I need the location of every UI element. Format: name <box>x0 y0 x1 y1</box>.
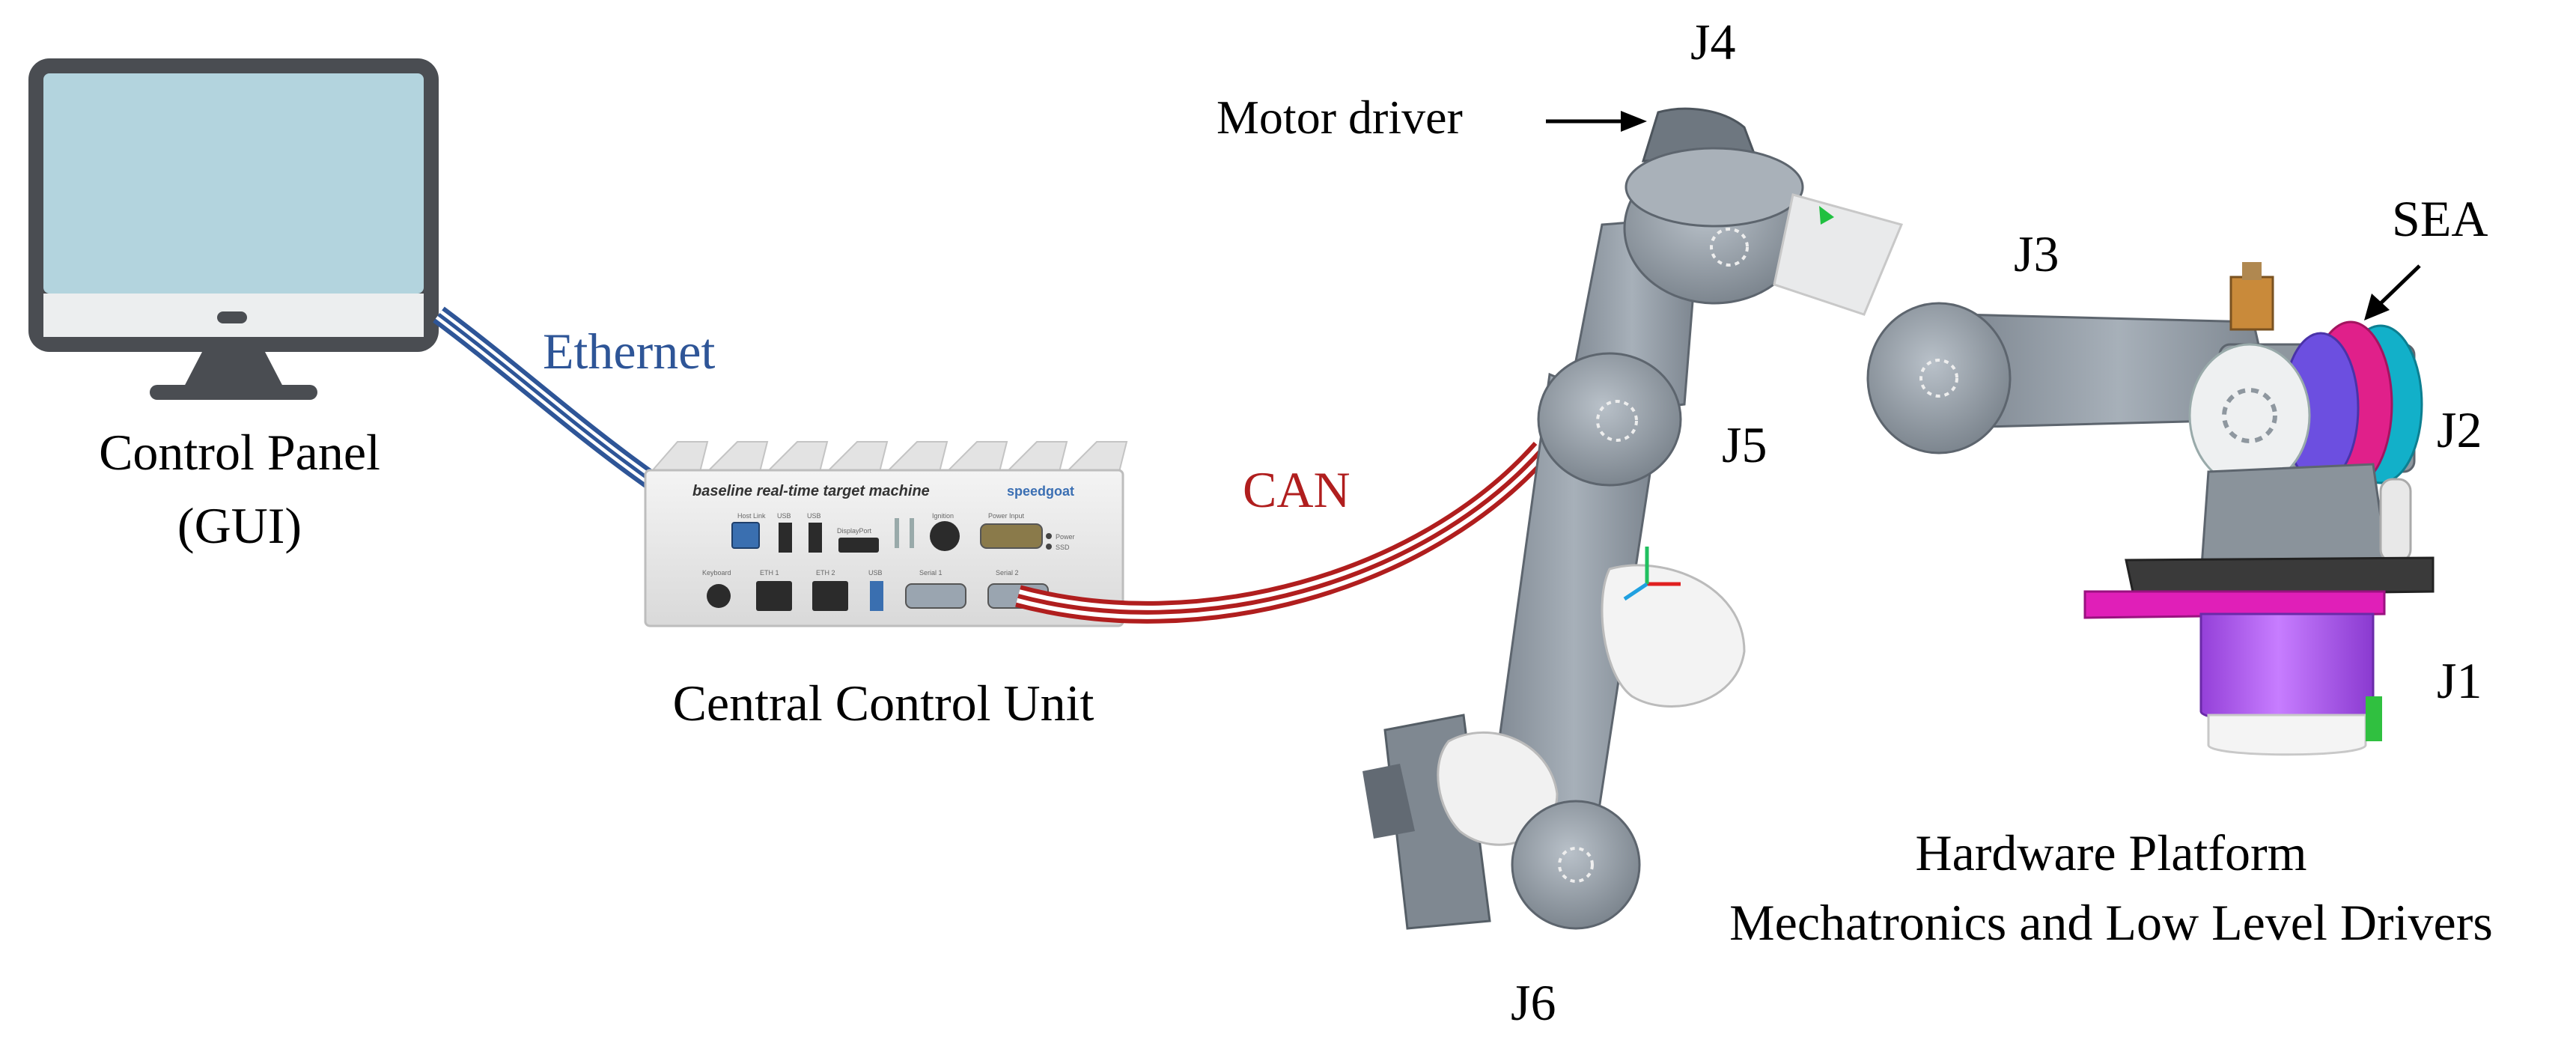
base-mount-magenta <box>2083 590 2386 619</box>
ethernet-label: Ethernet <box>543 323 716 380</box>
joint-j5 <box>1537 352 1682 487</box>
port-label-host-link: Host Link <box>737 512 766 520</box>
serial1-port <box>905 583 966 609</box>
port-label-eth1: ETH 1 <box>760 569 779 577</box>
j1-motor-purple <box>2199 612 2375 724</box>
motor-driver-arrow <box>1546 111 1647 132</box>
usb-port-1 <box>779 523 792 553</box>
ssd-led <box>1046 544 1052 550</box>
port-label-usb1: USB <box>777 512 791 520</box>
port-label-eth2: ETH 2 <box>816 569 835 577</box>
antenna-2 <box>910 518 914 548</box>
sea-label: SEA <box>2392 190 2488 247</box>
displayport-port <box>838 538 879 553</box>
j1-connector <box>2366 696 2382 741</box>
led-label-ssd: SSD <box>1056 544 1070 551</box>
sea-arrow <box>2364 264 2421 320</box>
joint-label-j4: J4 <box>1690 13 1736 70</box>
sea-encoder <box>2229 276 2274 331</box>
joint-label-j5: J5 <box>1722 416 1767 473</box>
port-label-ignition: Ignition <box>932 512 954 520</box>
port-label-power-input: Power Input <box>988 512 1025 520</box>
host-link-port <box>731 522 760 549</box>
monitor-icon <box>28 58 439 400</box>
central-control-unit-label: Central Control Unit <box>672 675 1094 732</box>
base-plate <box>2125 556 2435 597</box>
port-label-displayport: DisplayPort <box>837 527 872 535</box>
control-panel-label: Control Panel <box>99 424 380 481</box>
bracket-side <box>1362 764 1415 839</box>
usb-port-3 <box>870 581 883 611</box>
led-label-power: Power <box>1056 533 1075 541</box>
hardware-platform-label: Hardware Platform <box>1915 824 2307 881</box>
port-label-usb2: USB <box>807 512 821 520</box>
j1-base-ring <box>2207 714 2367 756</box>
port-label-usb3: USB <box>868 569 883 577</box>
hardware-platform-subtitle: Mechatronics and Low Level Drivers <box>1729 894 2493 951</box>
joint-cover-middle <box>1601 564 1746 708</box>
joint-label-j1: J1 <box>2437 652 2482 709</box>
power-led <box>1046 533 1052 539</box>
port-labels: Host Link USB USB DisplayPort Ignition P… <box>702 512 1075 577</box>
device-title: baseline real-time target machine <box>692 483 930 499</box>
antenna-1 <box>895 518 899 548</box>
link-forearm-cover <box>1773 193 1904 316</box>
control-unit-device: baseline real-time target machine speedg… <box>644 441 1128 627</box>
ignition-port <box>930 521 960 551</box>
port-label-serial1: Serial 1 <box>919 569 943 577</box>
port-label-serial2: Serial 2 <box>996 569 1019 577</box>
joint-j6 <box>1511 800 1641 930</box>
eth2-port <box>812 581 848 611</box>
port-label-keyboard: Keyboard <box>702 569 731 577</box>
robot-arm <box>1362 107 2435 930</box>
power-input-port <box>980 523 1043 549</box>
joint-label-j2: J2 <box>2437 401 2482 458</box>
can-cable <box>1015 442 1551 624</box>
joint-label-j6: J6 <box>1511 974 1556 1031</box>
eth1-port <box>756 581 792 611</box>
usb-port-2 <box>809 523 822 553</box>
motor-driver-label: Motor driver <box>1217 91 1463 144</box>
heatsink-fins <box>649 441 1128 472</box>
device-brand: speedgoat <box>1007 484 1074 499</box>
control-panel-gui-label: (GUI) <box>177 497 302 554</box>
joint-j3 <box>1866 302 2012 454</box>
can-label: CAN <box>1243 461 1351 518</box>
keyboard-port <box>707 584 731 608</box>
joint-label-j3: J3 <box>2014 225 2059 282</box>
sea-spring-plate <box>2188 343 2311 488</box>
